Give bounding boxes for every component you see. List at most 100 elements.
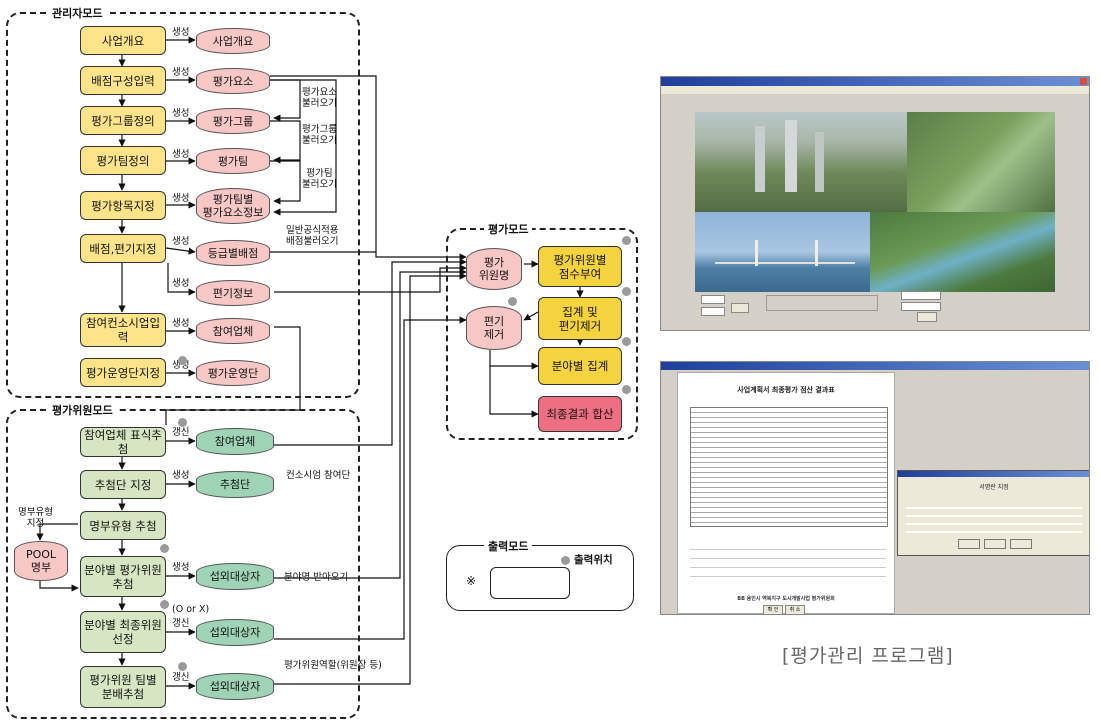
- tower-shape: [755, 126, 765, 192]
- load-group-label: 평가그룹 불러오기: [302, 124, 337, 146]
- step-team-define: 평가팀정의: [80, 146, 166, 175]
- marker-dot: [622, 337, 631, 346]
- bridge-tower: [815, 240, 818, 266]
- store-candidates-1: 섭외대상자: [196, 563, 274, 590]
- output-position-box: [490, 567, 570, 599]
- report-footer-lines: [690, 541, 886, 581]
- admin-mode-title: 관리자모드: [48, 5, 107, 21]
- step-consortium-input: 참여컨소시업입력: [80, 313, 166, 347]
- step-business-overview: 사업개요: [80, 26, 166, 55]
- confirm-button[interactable]: [731, 303, 749, 313]
- store-operations: 평가운영단: [196, 360, 270, 386]
- step-final-selection: 분야별 최종위원 선정: [80, 611, 166, 653]
- bridge-photo: [695, 212, 870, 292]
- create-label-e1: 생성: [172, 470, 190, 481]
- step-roster-type-draw: 명부유형 추첨: [80, 511, 166, 540]
- eval-mode-title: 평가모드: [484, 221, 533, 237]
- output-mode-frame: [446, 545, 634, 611]
- bottom-cancel-button[interactable]: 취 소: [785, 605, 805, 614]
- eval-mode-frame: [446, 228, 638, 440]
- output-position-dot: [561, 556, 570, 565]
- load-element-label: 평가요소 불러오기: [302, 87, 337, 109]
- evaluator-mode-title: 평가위원모드: [48, 402, 117, 418]
- dialog-apply-button[interactable]: [984, 539, 1006, 549]
- marker-dot: [622, 236, 631, 245]
- role-label: 평가위원역할(위원장 등): [284, 660, 382, 671]
- store-candidates-2: 섭외대상자: [196, 619, 274, 646]
- dialog-titlebar: [898, 471, 1089, 477]
- river-photo: [870, 212, 1055, 292]
- input-field[interactable]: [901, 291, 941, 300]
- output-mode-title: 출력모드: [484, 538, 533, 554]
- create-label-6: 생성: [172, 236, 190, 247]
- marker-dot: [178, 418, 187, 427]
- input-field[interactable]: [701, 295, 725, 304]
- marker-dot: [178, 356, 187, 365]
- marker-dot: [622, 385, 631, 394]
- update-label-2: 갱신: [172, 618, 190, 629]
- dialog-cancel-button[interactable]: [1010, 539, 1032, 549]
- output-symbol: ※: [466, 574, 477, 588]
- bridge-deck: [715, 262, 855, 264]
- action-button[interactable]: [917, 312, 937, 322]
- create-label-9: 생성: [172, 360, 190, 371]
- store-bias-removal: 편기 제거: [466, 306, 522, 350]
- output-position-label: 출력위치: [574, 554, 613, 566]
- window-titlebar: [661, 77, 1089, 86]
- store-participants-green: 참여업체: [196, 428, 274, 455]
- create-label-7: 생성: [172, 278, 190, 289]
- report-footer: BB 용인시 역북지구 도시개발사업 평가위원회: [737, 596, 835, 602]
- radio-group[interactable]: [766, 295, 878, 311]
- step-team-distribution: 평가위원 팀별 분배추첨: [80, 666, 166, 708]
- tower-shape: [815, 132, 824, 192]
- create-label-e2: 생성: [172, 562, 190, 573]
- step-participant-draw: 참여업체 표식추첨: [80, 427, 166, 457]
- step-operations-assign: 평가운영단지정: [80, 358, 166, 387]
- window-menubar: [661, 86, 1089, 94]
- store-eval-group: 평가그룹: [196, 108, 270, 134]
- create-label-8: 생성: [172, 318, 190, 329]
- step-score-config: 배점구성입력: [80, 66, 166, 95]
- roster-type-label: 명부유형 지정: [18, 507, 53, 529]
- marker-dot: [160, 544, 169, 553]
- step-score-assign: 평가위원별 점수부여: [538, 246, 622, 287]
- step-field-evaluator-draw: 분야별 평가위원 추첨: [80, 556, 166, 597]
- store-evaluator-name: 평가 위원명: [466, 248, 522, 290]
- step-draw-group: 추첨단 지정: [80, 470, 166, 499]
- window-titlebar: [661, 362, 1089, 370]
- marker-dot: [508, 297, 517, 306]
- bridge-tower: [755, 240, 758, 266]
- signature-dialog: 서명란 지정: [897, 470, 1089, 556]
- consortium-label: 컨소시엄 참여단: [286, 470, 351, 481]
- city-photo: [695, 112, 907, 212]
- marker-dot: [178, 662, 187, 671]
- o-or-x-label: (O or X): [172, 604, 210, 615]
- window-close-icon[interactable]: [1080, 78, 1087, 85]
- bottom-ok-button[interactable]: 확 인: [763, 605, 783, 614]
- input-field[interactable]: [701, 307, 725, 316]
- dialog-fields: [906, 501, 1082, 533]
- store-pool-roster: POOL 명부: [14, 541, 68, 581]
- step-final-result: 최종결과 합산: [538, 396, 622, 432]
- photo-collage: [695, 112, 1055, 292]
- store-candidates-3: 섭외대상자: [196, 673, 274, 700]
- program-caption: [평가관리 프로그램]: [782, 645, 954, 667]
- store-participants: 참여업체: [196, 318, 270, 344]
- store-team-element-info: 평가팀별 평가요소정보: [196, 188, 270, 224]
- update-label-1: 갱신: [172, 427, 190, 438]
- create-label-5: 생성: [172, 193, 190, 204]
- create-label-4: 생성: [172, 149, 190, 160]
- store-business-overview: 사업개요: [196, 28, 270, 54]
- receive-roster-label: 분야명 받아오기: [284, 572, 349, 583]
- report-table: [690, 407, 888, 527]
- create-label-2: 생성: [172, 67, 190, 78]
- store-draw-group: 추첨단: [196, 471, 274, 498]
- marker-dot: [160, 600, 169, 609]
- report-title: 사업계획서 최종평가 점산 결과표: [737, 386, 835, 394]
- dialog-ok-button[interactable]: [958, 539, 980, 549]
- load-team-label: 평가팀 불러오기: [302, 168, 337, 190]
- input-field[interactable]: [901, 302, 941, 311]
- evaluator-mode-frame: [6, 409, 360, 719]
- step-aggregate-bias: 집계 및 편기제거: [538, 297, 622, 340]
- program-screenshot-report: 사업계획서 최종평가 점산 결과표 BB 용인시 역북지구 도시개발사업 평가위…: [660, 361, 1090, 615]
